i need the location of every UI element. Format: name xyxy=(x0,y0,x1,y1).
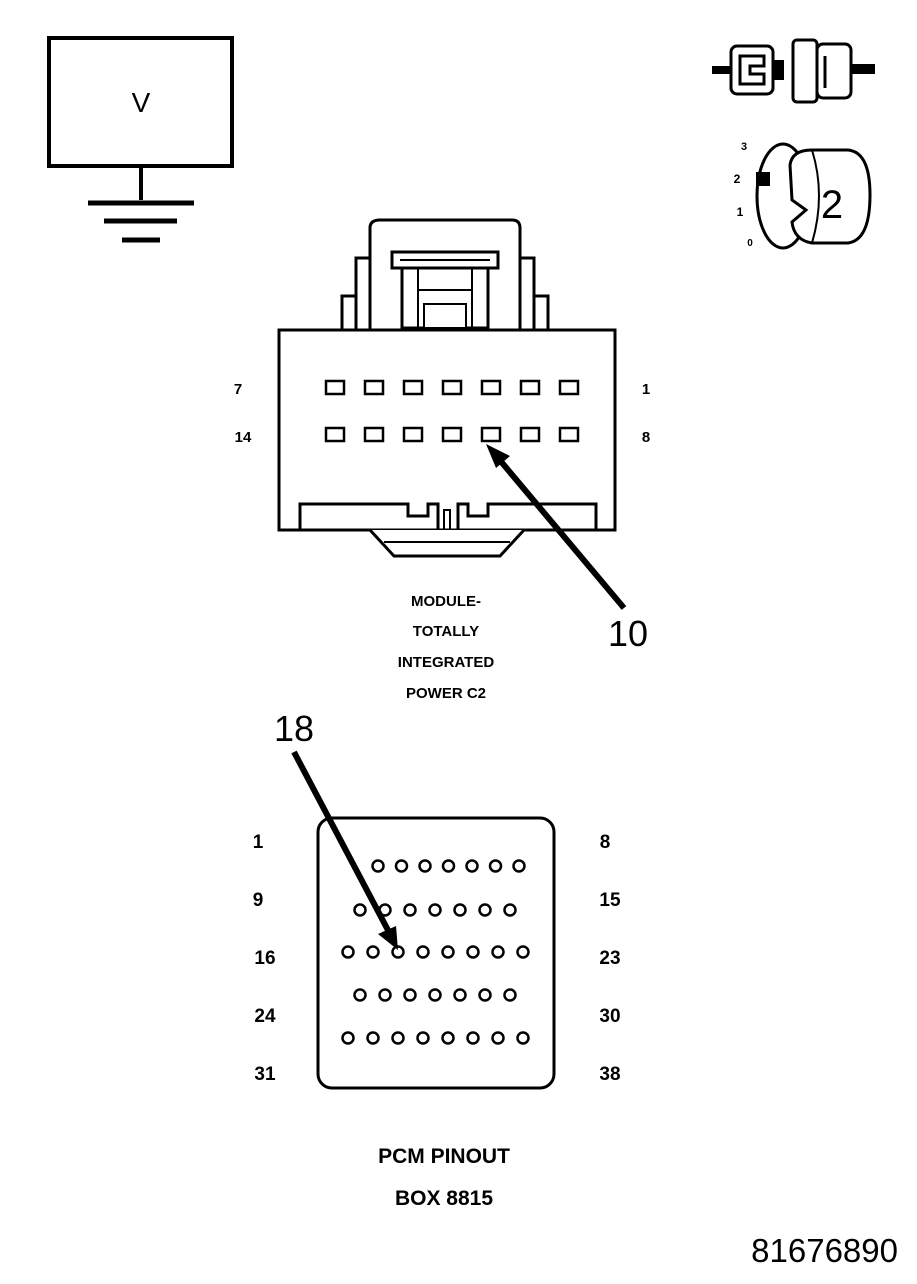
pcm-pin-cavity xyxy=(341,945,355,959)
pcm-pin-cavity xyxy=(378,988,392,1002)
pcm-pin-cavity xyxy=(353,988,367,1002)
pcm-pin-cavity xyxy=(416,1031,430,1045)
pcm-row-label-right-38: 38 xyxy=(599,1064,620,1085)
tipm-c2-connector: 7 1 14 8 10 MODULE- TOTALLY INTEGRATED P… xyxy=(234,218,650,702)
tipm-callout-arrow xyxy=(486,444,627,610)
pcm-pin-cavity xyxy=(366,945,380,959)
pcm-pin-cavity xyxy=(512,859,526,873)
tipm-cavity xyxy=(441,379,463,396)
tipm-cavity xyxy=(441,426,463,443)
tipm-cavity xyxy=(519,379,541,396)
pcm-pin-cavity xyxy=(428,903,442,917)
pcm-pin-cavity xyxy=(391,1031,405,1045)
ignition-position-2: 2 xyxy=(734,172,741,186)
pcm-pin-cavity xyxy=(403,903,417,917)
pcm-pin-cavity xyxy=(441,859,456,873)
pcm-pin-cavity xyxy=(403,988,417,1002)
tipm-cavity xyxy=(558,379,580,396)
pcm-title-line-2: BOX 8815 xyxy=(395,1187,493,1210)
tipm-cavity xyxy=(558,426,580,443)
pcm-title-line-1: PCM PINOUT xyxy=(378,1145,510,1168)
tipm-title-line-1: MODULE- xyxy=(411,593,481,610)
pcm-pin-cavity xyxy=(466,945,480,959)
tipm-cavity xyxy=(480,426,502,443)
pcm-connector-face xyxy=(316,816,556,1090)
tipm-callout-number: 10 xyxy=(608,613,648,654)
pcm-row-label-right-30: 30 xyxy=(599,1006,620,1027)
pcm-pin-cavity xyxy=(371,859,385,873)
pcm-row-label-right-8: 8 xyxy=(600,832,611,853)
ignition-position-1: 1 xyxy=(737,205,744,219)
pcm-row-label-right-23: 23 xyxy=(599,948,620,969)
tipm-pin-label-1: 1 xyxy=(642,381,650,398)
pcm-pin-cavity xyxy=(503,988,517,1002)
pcm-pin-cavity xyxy=(453,988,467,1002)
pcm-row-label-left-24: 24 xyxy=(254,1006,276,1027)
pcm-pin-cavity xyxy=(516,1031,530,1045)
pcm-pin-cavity xyxy=(453,903,467,917)
tipm-title-line-2: TOTALLY xyxy=(413,623,479,640)
tipm-cavity xyxy=(363,379,385,396)
ignition-position-3: 3 xyxy=(741,141,747,153)
pcm-pin-cavity xyxy=(391,945,405,959)
pcm-pin-cavity xyxy=(466,1031,480,1045)
voltmeter-symbol: V xyxy=(47,36,234,243)
tipm-title-line-4: POWER C2 xyxy=(406,685,486,702)
ignition-position-0: 0 xyxy=(747,238,753,249)
pcm-pin-cavity xyxy=(418,859,432,873)
tipm-pin-label-14: 14 xyxy=(235,429,252,446)
pcm-pin-cavity xyxy=(478,903,492,917)
pcm-pin-cavity xyxy=(353,903,367,917)
voltmeter-box xyxy=(47,36,234,168)
tipm-cavity-grid xyxy=(324,379,580,443)
tipm-pin-label-8: 8 xyxy=(642,429,650,446)
tipm-cavity xyxy=(402,379,424,396)
pcm-pin-cavity xyxy=(416,945,430,959)
pcm-pin-cavity xyxy=(428,988,442,1002)
pcm-row-label-right-15: 15 xyxy=(599,890,621,911)
tipm-title-line-3: INTEGRATED xyxy=(398,654,495,671)
pcm-pin-cavity xyxy=(491,945,505,959)
pcm-pin-cavity xyxy=(488,859,503,873)
pcm-row-label-left-1: 1 xyxy=(253,832,264,853)
pcm-callout-number: 18 xyxy=(274,708,314,749)
tipm-cavity xyxy=(324,379,346,396)
pcm-pin-cavity xyxy=(341,1031,355,1045)
voltmeter-label: V xyxy=(132,87,151,118)
pcm-pin-cavity xyxy=(465,859,479,873)
tipm-cavity xyxy=(480,379,502,396)
ignition-key-icon: 3 2 1 0 2 xyxy=(734,141,872,250)
ground-icon xyxy=(88,200,194,243)
pcm-pin-cavity xyxy=(516,945,530,959)
pcm-pin-cavity xyxy=(366,1031,380,1045)
ignition-selected-position: 2 xyxy=(821,183,843,227)
pcm-row-label-left-16: 16 xyxy=(254,948,275,969)
pcm-pin-cavity xyxy=(503,903,517,917)
tipm-cavity xyxy=(402,426,424,443)
tipm-cavity xyxy=(324,426,346,443)
tipm-cavity xyxy=(519,426,541,443)
pcm-row-label-left-31: 31 xyxy=(254,1064,276,1085)
pcm-row-label-left-9: 9 xyxy=(253,890,264,911)
pcm-pin-cavity xyxy=(491,1031,505,1045)
pcm-pin-cavity xyxy=(441,1031,455,1045)
pcm-callout-arrow xyxy=(291,750,398,950)
pcm-pin-cavity xyxy=(478,988,492,1002)
tipm-cavity xyxy=(363,426,385,443)
pcm-pin-cavity xyxy=(441,945,455,959)
pcm-connector: 1 9 16 24 31 8 15 23 30 38 18 PCM PINOUT… xyxy=(253,708,621,1210)
pcm-pin-cavity xyxy=(394,859,409,873)
disconnect-connector-icon xyxy=(712,38,875,104)
figure-id: 81676890 xyxy=(751,1232,898,1269)
pcm-pin-grid xyxy=(341,859,530,1045)
tipm-pin-label-7: 7 xyxy=(234,381,242,398)
